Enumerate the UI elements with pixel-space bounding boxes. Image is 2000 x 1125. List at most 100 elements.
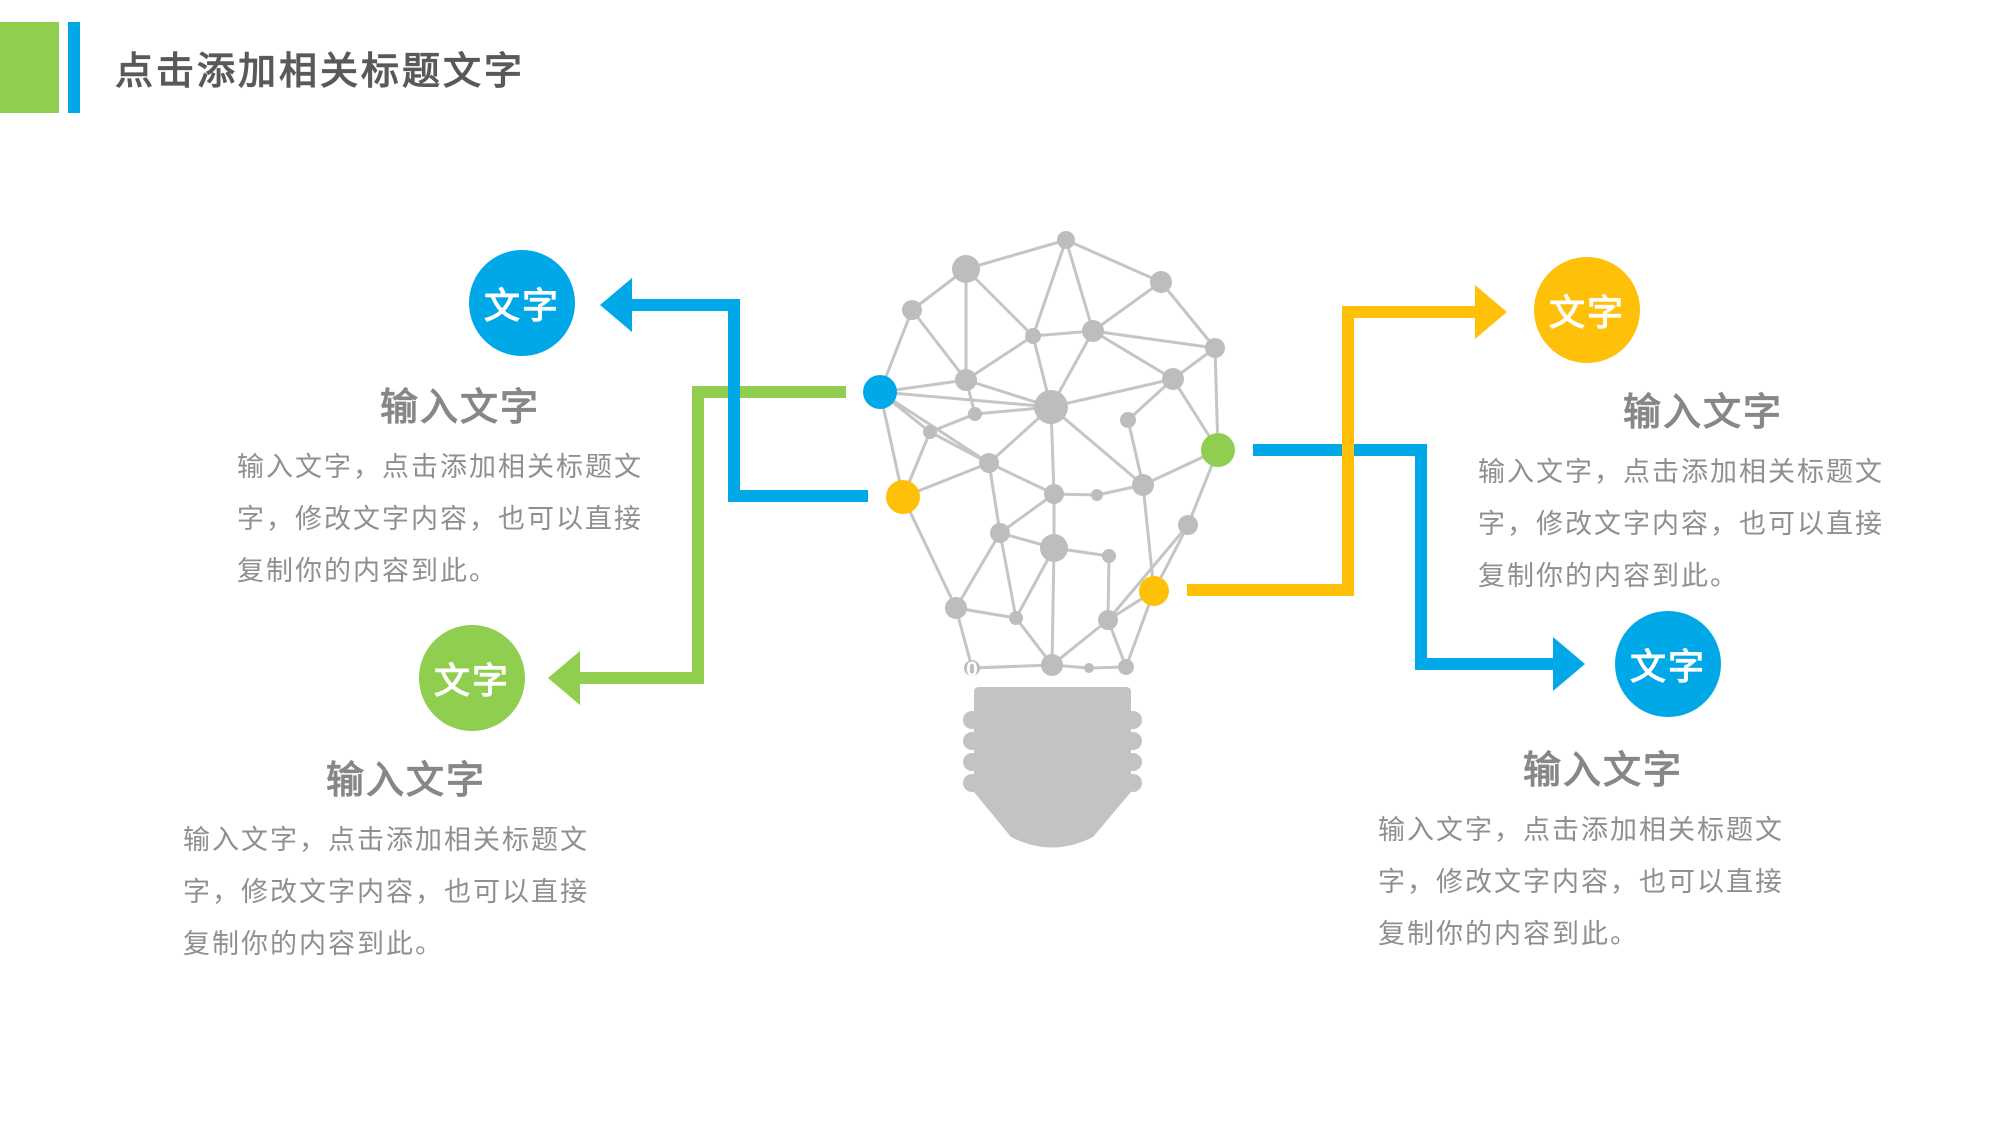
callout-body-line: 输入文字，点击添加相关标题文 [183, 825, 589, 855]
bulb-network-nodes [863, 231, 1235, 676]
network-node [1091, 489, 1103, 501]
callout-body-line: 输入文字，点击添加相关标题文 [1478, 457, 1884, 487]
network-edge [929, 430, 990, 465]
arrowhead-left-green [548, 651, 580, 705]
callout-body-line: 输入文字，点击添加相关标题文 [1378, 815, 1784, 845]
network-node-yellow [886, 480, 920, 514]
network-edge [1126, 419, 1145, 486]
network-edge [954, 532, 1002, 609]
badge-circle-top-right[interactable]: 文字 [1534, 257, 1640, 363]
callout-top-right: 输入文字 输入文字，点击添加相关标题文 字，修改文字内容，也可以直接 复制你的内… [1478, 390, 1928, 602]
network-node [990, 523, 1010, 543]
network-node-blue [863, 375, 897, 409]
callout-bottom-right: 输入文字 输入文字，点击添加相关标题文 字，修改文字内容，也可以直接 复制你的内… [1378, 748, 1828, 960]
callout-heading: 输入文字 [1522, 750, 1683, 792]
network-edge [910, 309, 968, 381]
bulb-base [963, 687, 1142, 848]
callout-top-left: 输入文字 输入文字，点击添加相关标题文 字，修改文字内容，也可以直接 复制你的内… [237, 385, 683, 597]
network-edge [1159, 281, 1217, 349]
arrowhead-left-blue [600, 278, 632, 332]
network-node [1040, 534, 1068, 562]
network-edge [1050, 547, 1056, 666]
badge-label: 文字 [433, 660, 510, 701]
network-node [1098, 610, 1118, 630]
callout-body-line: 字，修改文字内容，也可以直接 [1378, 867, 1784, 897]
network-edge [1051, 618, 1109, 667]
network-edge [1031, 239, 1068, 337]
bulb-network-edges [878, 238, 1220, 670]
callout-bottom-left: 输入文字 输入文字，点击添加相关标题文 字，修改文字内容，也可以直接 复制你的内… [183, 758, 629, 970]
network-edge [1141, 484, 1156, 592]
connector-top-left-blue [600, 278, 868, 502]
callout-body-line: 字，修改文字内容，也可以直接 [1478, 509, 1884, 539]
network-node [1205, 338, 1225, 358]
callout-body-line: 字，修改文字内容，也可以直接 [237, 504, 643, 534]
callout-body-line: 复制你的内容到此。 [1378, 919, 1639, 949]
title-accent-blue-bar [68, 22, 80, 113]
network-node [955, 369, 977, 391]
slide-title: 点击添加相关标题文字 [115, 51, 526, 93]
network-edge [987, 462, 1002, 534]
badge-label: 文字 [483, 285, 560, 326]
network-edge [998, 532, 1018, 619]
network-node [1041, 654, 1063, 676]
network-edge [879, 390, 1052, 409]
network-edge [1092, 329, 1216, 350]
network-edge [988, 461, 1055, 496]
network-node [1120, 412, 1136, 428]
arrowhead-right-blue [1553, 637, 1585, 691]
network-edge [1213, 347, 1220, 451]
network-node [1082, 320, 1104, 342]
network-edge [929, 412, 976, 434]
callout-body-line: 复制你的内容到此。 [1478, 561, 1739, 591]
badge-circle-bottom-right[interactable]: 文字 [1615, 611, 1721, 717]
network-node [1162, 368, 1184, 390]
callout-body-line: 字，修改文字内容，也可以直接 [183, 877, 589, 907]
connector-bottom-left-green [548, 386, 846, 705]
badge-circle-top-left[interactable]: 文字 [469, 250, 575, 356]
network-edge [1050, 405, 1144, 487]
callout-heading: 输入文字 [325, 760, 486, 802]
network-edge [1065, 238, 1162, 284]
network-node [952, 255, 980, 283]
network-edge [1106, 524, 1190, 621]
bulb-watermark-zero: 0 [966, 658, 978, 681]
callout-body-line: 输入文字，点击添加相关标题文 [237, 452, 643, 482]
network-node [1178, 515, 1198, 535]
badge-circle-bottom-left[interactable]: 文字 [419, 625, 525, 731]
badge-label: 文字 [1629, 646, 1706, 687]
network-node [1034, 390, 1068, 424]
network-node [902, 300, 922, 320]
badge-label: 文字 [1548, 292, 1625, 333]
network-node [1057, 231, 1075, 249]
network-edge [1050, 377, 1174, 409]
network-node [1044, 484, 1064, 504]
network-node [945, 597, 967, 619]
network-node-yellow [1139, 576, 1169, 606]
network-node [979, 453, 999, 473]
network-node [1102, 549, 1116, 563]
network-node [968, 407, 982, 421]
callout-body-line: 复制你的内容到此。 [183, 929, 444, 959]
network-edge [1092, 280, 1162, 333]
network-edge [971, 663, 1053, 670]
network-edge [1092, 329, 1174, 381]
network-edge [878, 391, 905, 498]
network-edge [964, 267, 1035, 338]
connector-top-right-yellow [1187, 285, 1507, 596]
network-node [1132, 474, 1154, 496]
network-edge [999, 492, 1055, 535]
network-node [1118, 659, 1134, 675]
network-edge [965, 334, 1034, 382]
network-node-green [1201, 433, 1235, 467]
network-node [1009, 611, 1023, 625]
network-node [923, 425, 937, 439]
title-accent-green-block [0, 22, 59, 113]
connector-bottom-right-blue [1253, 444, 1585, 691]
callout-heading: 输入文字 [1622, 392, 1783, 434]
callout-body-line: 复制你的内容到此。 [237, 556, 498, 586]
network-node [964, 660, 980, 676]
arrowhead-right-yellow [1475, 285, 1507, 339]
network-edge [1064, 239, 1095, 332]
